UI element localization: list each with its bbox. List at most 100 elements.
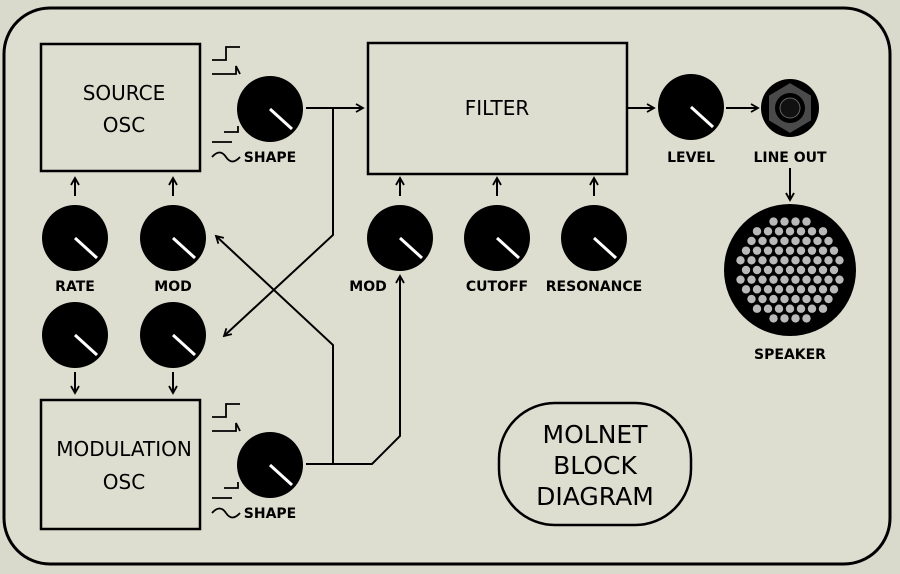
speaker-hole (824, 256, 833, 265)
speaker-hole (763, 246, 773, 255)
speaker-hole (818, 304, 828, 313)
speaker-hole (752, 304, 762, 313)
speaker-hole (785, 246, 795, 255)
square-wave-icon (212, 403, 240, 418)
resonance-label: RESONANCE (546, 279, 642, 295)
speaker-hole (780, 314, 789, 323)
speaker-hole (741, 285, 751, 294)
speaker-hole (758, 256, 767, 265)
mod-depth-knob[interactable] (140, 302, 206, 368)
resonance-knob[interactable] (561, 205, 627, 271)
panel-outline (2, 6, 892, 566)
speaker-label: SPEAKER (754, 347, 826, 363)
speaker-hole (829, 265, 839, 275)
speaker-hole (829, 246, 839, 255)
speaker-hole (769, 217, 778, 226)
source-osc-label-line1: SOURCE (83, 81, 166, 105)
speaker-hole (758, 294, 767, 304)
speaker-hole (791, 294, 800, 304)
speaker-hole (835, 256, 844, 265)
source-shape-label: SHAPE (244, 150, 296, 166)
speaker-hole (807, 304, 817, 313)
speaker-hole (752, 246, 762, 255)
speaker-hole (807, 265, 817, 275)
rate-label: RATE (55, 279, 95, 295)
jack-icon[interactable] (761, 79, 819, 137)
speaker-hole (818, 285, 828, 294)
speaker-hole (807, 246, 817, 255)
level-label: LEVEL (667, 150, 715, 166)
speaker-icon (724, 204, 856, 336)
title-line2: BLOCK (553, 451, 637, 480)
speaker-hole (813, 275, 822, 284)
speaker-hole (769, 256, 778, 265)
speaker-hole (752, 285, 762, 294)
signal-line-mod-to-source-mod (214, 234, 334, 465)
speaker-hole (818, 246, 828, 255)
source-mod-label: MOD (154, 279, 191, 295)
rate-knob[interactable] (42, 205, 108, 271)
filter-label: FILTER (465, 96, 530, 120)
speaker-hole (796, 227, 806, 236)
title-line1: MOLNET (543, 420, 649, 449)
speaker-hole (769, 275, 778, 284)
speaker-hole (813, 294, 822, 304)
speaker-hole (791, 275, 800, 284)
speaker-hole (747, 275, 756, 284)
speaker-hole (802, 314, 811, 323)
speaker-hole (763, 227, 773, 236)
speaker-hole (780, 217, 789, 226)
speaker-hole (785, 285, 795, 294)
speaker-hole (763, 304, 773, 313)
mod-shape-knob[interactable] (237, 432, 303, 498)
sine-wave-icon (211, 151, 241, 163)
speaker-hole (780, 236, 789, 246)
source-shape-knob[interactable] (237, 76, 303, 142)
speaker-hole (818, 227, 828, 236)
speaker-hole (736, 275, 745, 284)
speaker-hole (769, 294, 778, 304)
speaker-hole (785, 265, 795, 275)
speaker-hole (813, 256, 822, 265)
filter-mod-label: MOD (349, 279, 386, 295)
speaker-hole (769, 314, 778, 323)
speaker-hole (774, 285, 784, 294)
speaker-hole (796, 265, 806, 275)
speaker-hole (736, 256, 745, 265)
speaker-hole (802, 236, 811, 246)
speaker-hole (802, 256, 811, 265)
sawtooth-wave-icon (224, 126, 239, 133)
speaker-hole (807, 227, 817, 236)
speaker-hole (829, 285, 839, 294)
speaker-hole (824, 294, 833, 304)
source-mod-knob[interactable] (140, 205, 206, 271)
square-wave-icon (212, 46, 240, 61)
speaker-hole (802, 275, 811, 284)
speaker-hole (780, 294, 789, 304)
speaker-hole (791, 256, 800, 265)
sawtooth-wave-icon (212, 65, 241, 75)
filter-mod-knob[interactable] (367, 205, 433, 271)
speaker-hole (774, 227, 784, 236)
sawtooth-wave-icon (224, 482, 239, 489)
cutoff-knob[interactable] (464, 205, 530, 271)
speaker-hole (824, 275, 833, 284)
level-knob[interactable] (658, 74, 724, 140)
speaker-hole (785, 227, 795, 236)
title-line3: DIAGRAM (536, 482, 654, 511)
speaker-hole (774, 246, 784, 255)
speaker-hole (796, 304, 806, 313)
speaker-hole (747, 256, 756, 265)
speaker-hole (802, 294, 811, 304)
speaker-hole (774, 265, 784, 275)
speaker-hole (807, 285, 817, 294)
speaker-hole (791, 314, 800, 323)
speaker-hole (752, 227, 762, 236)
sawtooth-wave-icon (212, 422, 241, 432)
speaker-hole (774, 304, 784, 313)
speaker-hole (780, 256, 789, 265)
modulation-osc-block (39, 398, 202, 531)
source-osc-label-line2: OSC (103, 113, 145, 137)
mod-rate-knob[interactable] (42, 302, 108, 368)
